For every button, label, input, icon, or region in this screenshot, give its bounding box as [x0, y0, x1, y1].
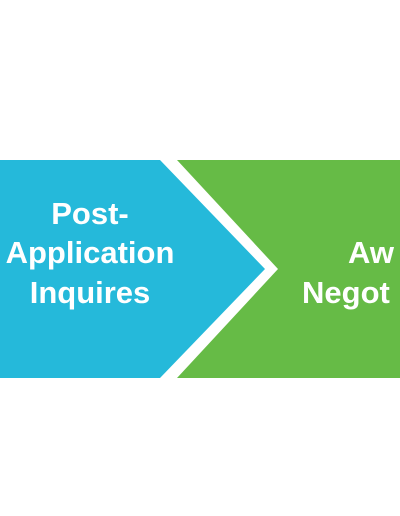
stage-1-label-line-3: Inquires — [30, 275, 151, 310]
stage-2-label-line-2: Negot — [302, 275, 390, 310]
stage-1-label-line-1: Post- — [51, 196, 129, 231]
stage-2-label-line-1: Aw — [348, 235, 395, 270]
stage-1-chevron — [0, 160, 265, 378]
stage-1-label-line-2: Application — [6, 235, 175, 270]
stage-2-chevron — [177, 160, 400, 378]
